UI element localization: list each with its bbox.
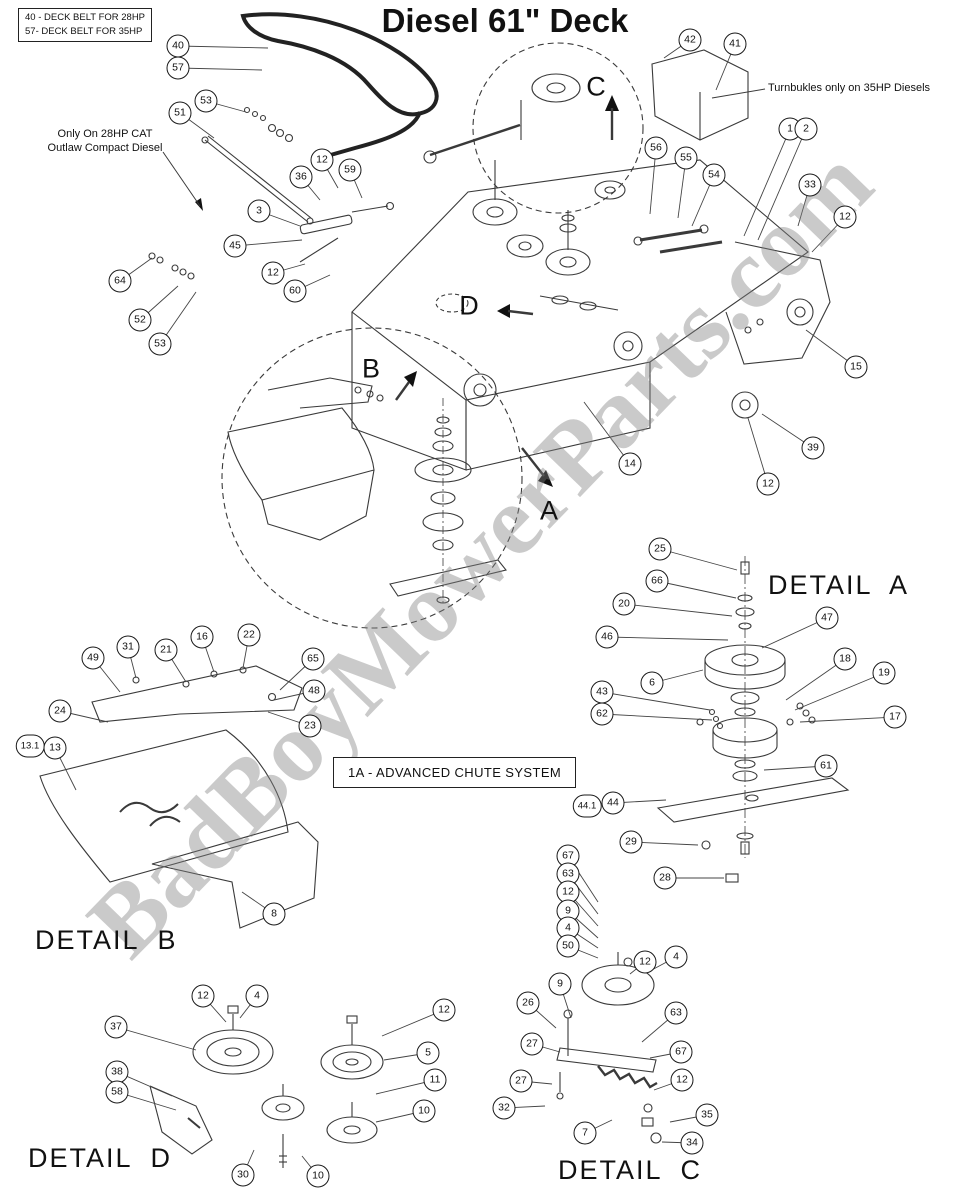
chute-system-label: 1A - ADVANCED CHUTE SYSTEM: [333, 757, 577, 788]
belt-legend-box: 40 - DECK BELT FOR 28HP 57- DECK BELT FO…: [18, 8, 153, 42]
cat-note-line-1: Only On 28HP CAT: [57, 128, 153, 140]
legend-line-2: 57- DECK BELT FOR 35HP: [25, 25, 143, 37]
cat-note-line-2: Outlaw Compact Diesel: [47, 142, 163, 155]
turnbuckle-note: Turnbukles only on 35HP Diesels: [768, 82, 931, 94]
page-title: Diesel 61" Deck: [381, 2, 629, 39]
cat-diesel-note: Only On 28HP CAT Outlaw Compact Diesel: [36, 127, 174, 156]
legend-line-1: 40 - DECK BELT FOR 28HP: [25, 12, 146, 23]
